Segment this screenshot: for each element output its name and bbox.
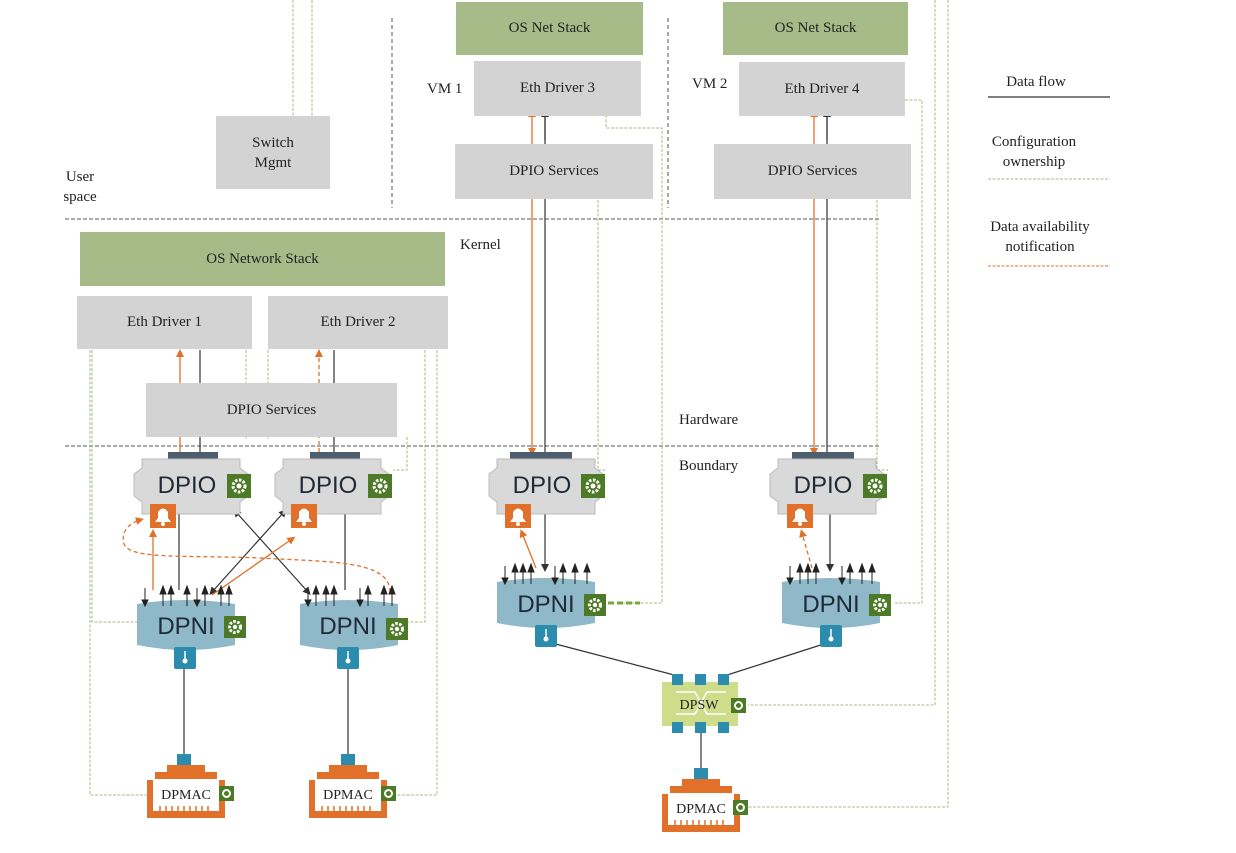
vm2-label: VM 2 — [692, 76, 728, 92]
queue-arrows-dpni-4 — [786, 562, 876, 586]
dpni-label: DPNI — [802, 591, 859, 618]
user-space-label: User space — [63, 169, 97, 205]
dpni-4: DPNI — [782, 578, 880, 628]
gear-icon — [368, 474, 392, 498]
dpmac-label: DPMAC — [161, 788, 211, 803]
gear-icon — [733, 800, 748, 815]
queue-arrows-dpni-1 — [141, 584, 233, 608]
dpio-label: DPIO — [158, 472, 217, 499]
dpio-label: DPIO — [299, 472, 358, 499]
os-network-stack-box: OS Network Stack — [80, 232, 445, 286]
legend-config-ownership-label: Configuration ownership — [991, 134, 1077, 170]
eth-driver-3-box: Eth Driver 3 — [474, 61, 641, 116]
dpni-2: DPNI — [300, 600, 398, 650]
dpmac-label: DPMAC — [676, 802, 726, 817]
queue-arrows-dpni-2 — [304, 584, 396, 608]
eth-driver-4-box: Eth Driver 4 — [739, 62, 905, 116]
configuration-ownership-lines — [89, 0, 949, 808]
bell-icon — [291, 504, 317, 528]
gear-icon — [227, 474, 251, 498]
eth-driver-2-box: Eth Driver 2 — [268, 296, 448, 349]
dpmac-2: DPMAC — [309, 754, 387, 818]
dpmac-1: DPMAC — [147, 754, 225, 818]
dpio-services-vm1-box: DPIO Services — [455, 144, 653, 199]
gear-icon — [581, 474, 605, 498]
dpni-label: DPNI — [319, 613, 376, 640]
os-net-stack-vm1-box: OS Net Stack — [456, 2, 643, 55]
dpio-4: DPIO — [769, 452, 885, 515]
dpsw: DPSW — [662, 674, 738, 733]
hardware-label: Hardware — [679, 412, 739, 428]
dpsw-label: DPSW — [680, 698, 720, 713]
port-icon — [174, 647, 196, 669]
data-flow-lines — [183, 117, 831, 772]
gear-icon — [863, 474, 887, 498]
bell-icon — [787, 504, 813, 528]
dpni-label: DPNI — [157, 613, 214, 640]
gear-icon — [381, 786, 396, 801]
dpio-2: DPIO — [274, 452, 390, 515]
gear-icon — [224, 616, 246, 638]
dpni-label: DPNI — [517, 591, 574, 618]
gear-icon — [731, 698, 746, 713]
gear-icon — [386, 618, 408, 640]
dpio-label: DPIO — [794, 472, 853, 499]
switch-mgmt-box: Switch Mgmt — [216, 116, 330, 189]
port-icon — [535, 625, 557, 647]
vm1-label: VM 1 — [427, 81, 463, 97]
gear-icon — [219, 786, 234, 801]
bell-icon — [505, 504, 531, 528]
dpni-3: DPNI — [497, 578, 595, 628]
switch-arrows-icon — [676, 691, 726, 715]
dpio-services-host-box: DPIO Services — [146, 383, 397, 437]
gear-icon — [869, 594, 891, 616]
kernel-label: Kernel — [460, 237, 501, 253]
legend-notification-label: Data availability notification — [990, 219, 1090, 255]
os-net-stack-vm2-box: OS Net Stack — [723, 2, 908, 55]
queue-arrows — [141, 562, 876, 608]
dpio-services-vm2-box: DPIO Services — [714, 144, 911, 199]
port-icon — [820, 625, 842, 647]
flow-arrow — [209, 509, 287, 595]
eth-driver-1-box: Eth Driver 1 — [77, 296, 252, 349]
dpio-1: DPIO — [133, 452, 249, 515]
dpio-label: DPIO — [513, 472, 572, 499]
legend-data-flow-label: Data flow — [1006, 74, 1066, 90]
dpio-3: DPIO — [488, 452, 604, 515]
port-icon — [337, 647, 359, 669]
dpmac-3: DPMAC — [662, 768, 740, 832]
dpmac-label: DPMAC — [323, 788, 373, 803]
queue-arrows-dpni-3 — [501, 562, 591, 586]
boundary-label: Boundary — [679, 458, 739, 474]
gear-icon — [584, 594, 606, 616]
dpni-1: DPNI — [137, 600, 235, 650]
bell-icon — [150, 504, 176, 528]
